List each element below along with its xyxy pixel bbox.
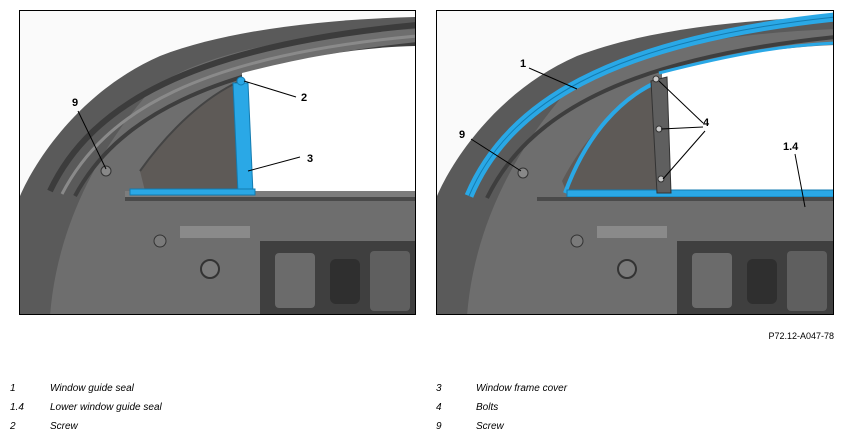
door-drawing-right: 1 9 4 1.4: [437, 12, 833, 314]
legend-number: 4: [436, 402, 442, 413]
callout-9-right: 9: [459, 129, 465, 141]
callout-3: 3: [307, 153, 313, 165]
legend-number: 1.4: [10, 402, 24, 413]
door-drawing-left: 9 2 3: [20, 17, 415, 314]
legend-label: Lower window guide seal: [50, 402, 162, 413]
callout-4: 4: [703, 117, 710, 129]
legend-label: Screw: [50, 421, 78, 432]
legend-number: 3: [436, 383, 442, 394]
legend-number: 9: [436, 421, 442, 432]
callout-1-4: 1.4: [783, 141, 799, 153]
door-illustration-right: 1 9 4 1.4: [436, 10, 834, 315]
callout-9-left: 9: [72, 97, 78, 109]
legend-label: Bolts: [476, 402, 499, 413]
legend-label: Screw: [476, 421, 504, 432]
legend-number: 2: [10, 421, 16, 432]
legend-label: Window guide seal: [50, 383, 134, 394]
figure-reference: P72.12-A047-78: [768, 331, 834, 341]
legend-label: Window frame cover: [476, 383, 568, 394]
legend-number: 1: [10, 383, 16, 394]
callout-1: 1: [520, 58, 526, 70]
door-illustration-left: 9 2 3: [19, 10, 416, 315]
callout-2: 2: [301, 92, 307, 104]
